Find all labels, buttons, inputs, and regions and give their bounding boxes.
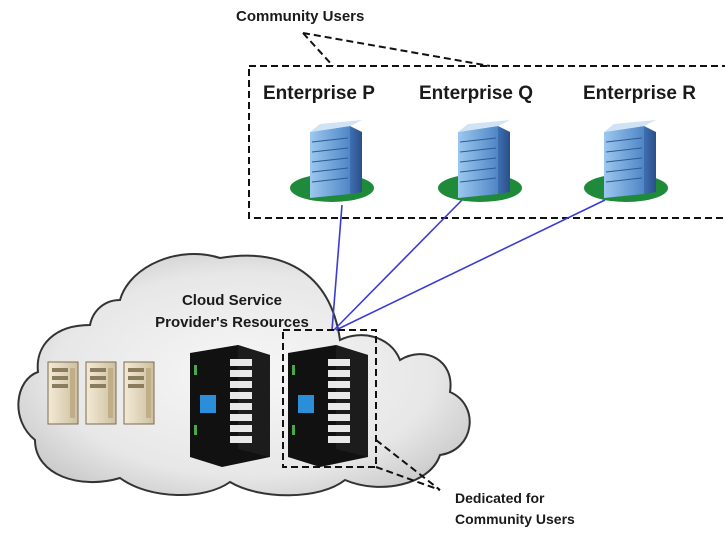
enterprise-q-label: Enterprise Q xyxy=(419,83,534,104)
dedicated-label: Dedicated for Community Users xyxy=(455,488,575,530)
dedicated-pointer-1 xyxy=(375,439,441,491)
link-enterprise-q xyxy=(333,199,463,331)
cloud-label: Cloud Service Provider's Resources xyxy=(132,290,332,334)
rack-server-icon-dedicated xyxy=(288,345,368,467)
tower-server-icon-3 xyxy=(123,361,155,425)
rack-server-icon-1 xyxy=(190,345,270,467)
dedicated-label-line1: Dedicated for xyxy=(455,490,545,506)
dedicated-pointer-2 xyxy=(375,466,441,491)
cloud-label-line1: Cloud Service xyxy=(181,292,283,309)
cloud-label-line2: Provider's Resources xyxy=(155,314,309,331)
tower-server-icon-1 xyxy=(47,361,79,425)
connection-lines xyxy=(331,199,606,331)
tower-server-icon-2 xyxy=(85,361,117,425)
dedicated-box xyxy=(282,329,377,468)
enterprise-r-label: Enterprise R xyxy=(583,83,696,104)
link-enterprise-r xyxy=(335,199,606,331)
building-icon-r xyxy=(584,120,668,202)
community-users-box xyxy=(248,65,725,219)
building-icon-p xyxy=(290,120,374,202)
enterprise-p-label: Enterprise P xyxy=(263,83,375,104)
community-users-label: Community Users xyxy=(236,8,365,25)
community-label-pointer-left xyxy=(302,32,334,67)
building-icon-q xyxy=(438,120,522,202)
link-enterprise-p xyxy=(331,204,343,331)
community-label-pointer-right xyxy=(302,32,491,67)
dedicated-label-line2: Community Users xyxy=(455,511,575,527)
